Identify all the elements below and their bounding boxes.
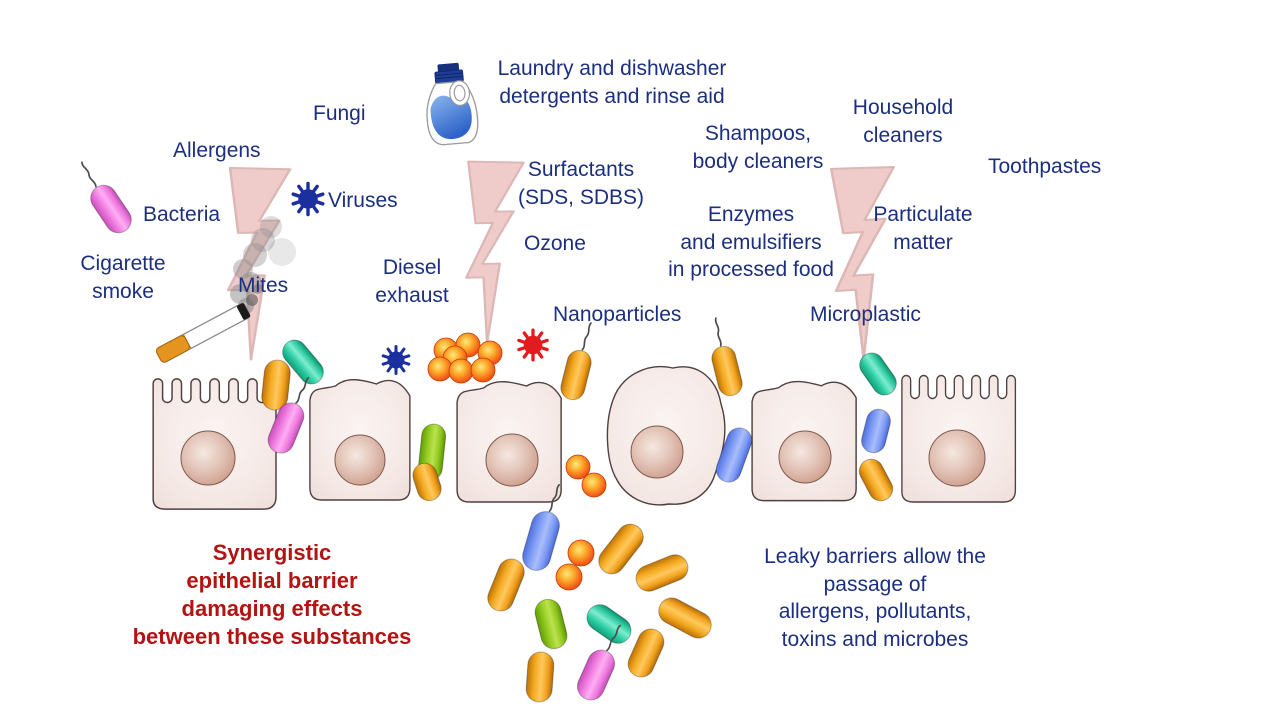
bacterium-rod-icon (858, 458, 894, 502)
cell-nucleus (778, 430, 832, 484)
label-viruses: Viruses (328, 189, 398, 212)
bacterium-rod-icon (627, 628, 665, 678)
label-nanoparticles: Nanoparticles (553, 303, 682, 326)
cell-nucleus (334, 434, 386, 486)
bacterium-rod-icon (412, 462, 442, 502)
label-leaky-barriers: Leaky barriers allow the passage of alle… (764, 545, 986, 652)
label-enzymes: Enzymes and emulsifiers in processed foo… (668, 203, 834, 282)
label-microplastic: Microplastic (810, 303, 921, 326)
bacteria-group (79, 161, 897, 703)
label-synergistic-effects: Synergistic epithelial barrier damaging … (132, 540, 412, 649)
cell-nucleus (485, 433, 539, 487)
smoke-icon (230, 216, 296, 314)
bacterium-rod-icon (658, 597, 712, 639)
bacterium-rod-icon (267, 376, 310, 454)
label-particulate-matter: Particulate matter (873, 203, 973, 254)
bacterium-rod-icon (635, 554, 689, 592)
cell-nucleus (180, 430, 236, 486)
label-mites: Mites (238, 274, 289, 297)
lightning-bolt-icon (451, 156, 525, 347)
label-laundry-detergents: Laundry and dishwasher detergents and ri… (497, 57, 727, 108)
cell-nucleus (630, 425, 684, 479)
bacterium-rod-icon (261, 359, 291, 411)
virus-icon (517, 328, 549, 362)
lightning-bolt-icon (823, 163, 896, 362)
bacterium-rod-icon (861, 408, 891, 454)
label-diesel-exhaust: Diesel exhaust (375, 256, 449, 307)
label-allergens: Allergens (173, 139, 261, 162)
bacterium-rod-icon (560, 321, 592, 401)
bacterium-rod-icon (534, 598, 568, 650)
label-household-cleaners: Household cleaners (852, 96, 954, 147)
epithelial-barrier (152, 365, 1017, 510)
bacterium-rod-icon (487, 558, 525, 612)
virus-icon (381, 345, 411, 375)
bacterium-rod-icon (711, 317, 743, 397)
cigarette-icon (155, 303, 251, 363)
bacterium-rod-icon (715, 427, 753, 483)
bacterium-rod-icon (576, 623, 622, 701)
label-ozone: Ozone (524, 232, 586, 255)
bacterium-rod-icon (859, 352, 897, 396)
bacterium-rod-icon (79, 161, 132, 234)
bacterium-rod-icon (282, 339, 324, 385)
bacterium-rod-icon (598, 523, 644, 575)
bacterium-rod-icon (525, 651, 555, 703)
label-toothpastes: Toothpastes (988, 155, 1102, 178)
label-shampoos: Shampoos, body cleaners (692, 122, 824, 173)
label-bacteria: Bacteria (143, 203, 221, 226)
label-cigarette-smoke: Cigarette smoke (80, 252, 166, 303)
bacterium-rod-icon (586, 604, 632, 644)
label-surfactants: Surfactants (SDS, SDBS) (517, 158, 645, 209)
virus-icon (291, 181, 325, 217)
label-fungi: Fungi (313, 102, 366, 125)
cell-nucleus (928, 429, 986, 487)
nanoparticle-icon (555, 454, 607, 591)
nanoparticle-cluster-icon (427, 332, 503, 384)
detergent-bottle-icon (426, 62, 479, 146)
bacterium-rod-icon (522, 483, 561, 571)
